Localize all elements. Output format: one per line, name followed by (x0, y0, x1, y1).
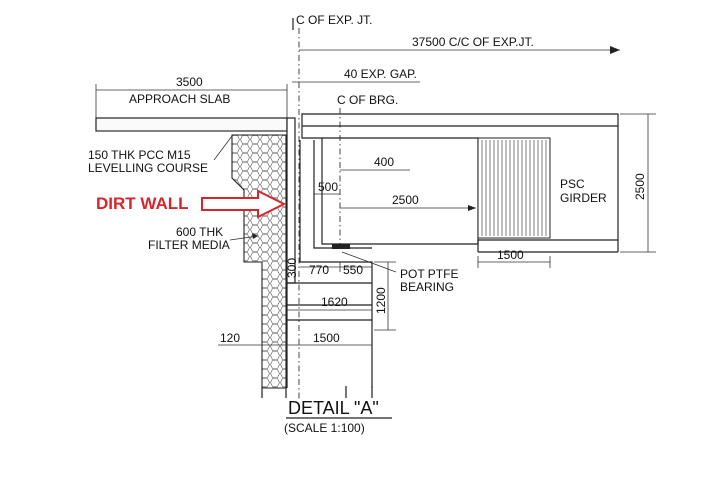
cl-brg-label: C OF BRG. (337, 93, 398, 107)
pcc-label-2: LEVELLING COURSE (88, 161, 208, 175)
foundation-break-lines (261, 386, 373, 398)
dim-2500-arrow-icon (468, 205, 476, 211)
dim-300-label: 300 (285, 258, 299, 278)
approach-slab (95, 117, 288, 132)
dim-1500-bot-label: 1500 (313, 331, 340, 345)
dim-120-label: 120 (220, 331, 240, 345)
girder-depth-label: 2500 (633, 173, 647, 200)
approach-slab-dim-label: 3500 (176, 75, 203, 89)
filter-label-2: FILTER MEDIA (148, 238, 230, 252)
filter-leader-arrow-icon (252, 233, 258, 239)
filter-media (231, 134, 287, 389)
exp-gap-label: 40 EXP. GAP. (344, 67, 417, 81)
dim-1500-top-label: 1500 (497, 248, 524, 262)
dim-770-label: 770 (309, 263, 329, 277)
pot-ptfe-bearing (332, 244, 350, 249)
pcc-label-1: 150 THK PCC M15 (88, 148, 191, 162)
dirt-wall-callout-label: DIRT WALL (96, 194, 189, 213)
dim-1620-label: 1620 (321, 295, 348, 309)
bearing-label-2: BEARING (400, 280, 454, 294)
end-diaphragm (321, 138, 479, 245)
abutment-cap-outline (287, 140, 373, 284)
dim-500-label: 500 (318, 180, 338, 194)
pcc-leader (213, 135, 233, 161)
abutment-steps (287, 304, 372, 321)
dim-400-label: 400 (374, 155, 394, 169)
exp-jt-spacing-label: 37500 C/C OF EXP.JT. (412, 35, 534, 49)
bearing-label-1: POT PTFE (400, 267, 458, 281)
psc-label-2: GIRDER (560, 191, 607, 205)
girder-section-hatch (477, 137, 551, 239)
detail-scale: (SCALE 1:100) (284, 421, 365, 435)
filter-label-1: 600 THK (176, 225, 223, 239)
dim-2500-label: 2500 (392, 193, 419, 207)
bearing-leader (341, 251, 397, 273)
exp-jt-spacing-arrow-icon (610, 46, 620, 54)
pedestal-outline (313, 140, 372, 249)
girder-flange-edges (477, 240, 619, 252)
detail-title: DETAIL "A" (288, 398, 379, 418)
psc-label-1: PSC (560, 177, 585, 191)
dirt-wall-arrow-icon (201, 189, 287, 219)
dim-1200-label: 1200 (374, 287, 388, 314)
cl-exp-jt-label: C OF EXP. JT. (296, 13, 372, 27)
approach-slab-label: APPROACH SLAB (129, 92, 230, 106)
dim-550-label: 550 (343, 263, 363, 277)
